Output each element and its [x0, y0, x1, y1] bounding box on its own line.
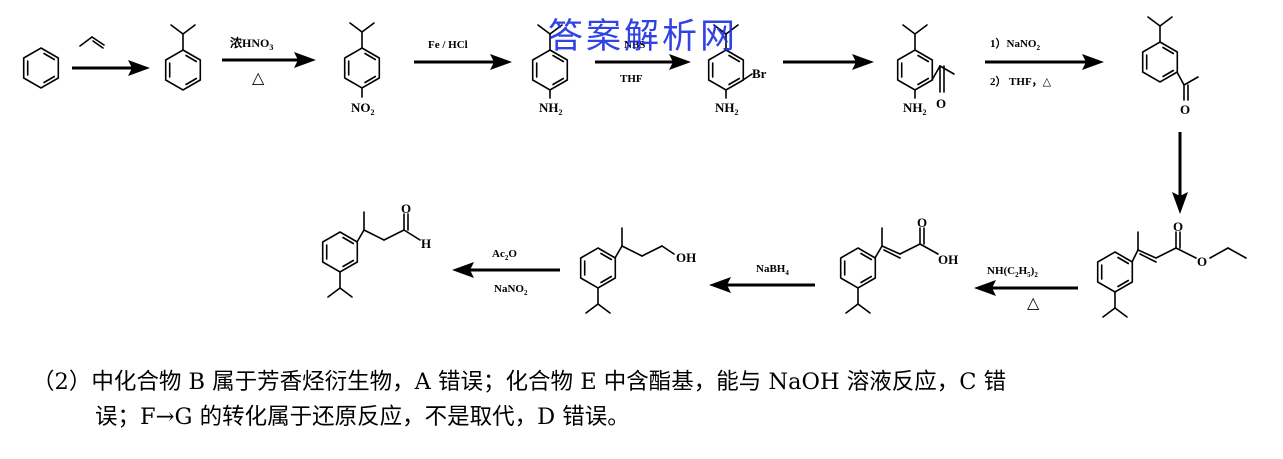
- svg-text:O: O: [1180, 102, 1190, 117]
- reagent-ac2o: Ac2O: [492, 248, 517, 262]
- reagent-heat-1: △: [252, 70, 265, 87]
- cumene-molecule: [164, 24, 202, 91]
- reagent-fe-hcl: Fe / HCl: [428, 39, 468, 51]
- svg-text:H: H: [421, 236, 431, 251]
- svg-text:NH2: NH2: [903, 100, 927, 117]
- svg-text:NO2: NO2: [351, 100, 375, 117]
- svg-text:O: O: [401, 201, 411, 216]
- 2-amino-5-isopropylacetophenone-molecule: NH2 O: [896, 24, 955, 117]
- reagent-hno3: 浓HNO3: [230, 35, 273, 52]
- svg-text:OH: OH: [938, 252, 958, 267]
- arrow-9: [709, 277, 815, 293]
- arrow-3: [414, 54, 512, 70]
- reagent-nabh4: NaBH4: [756, 263, 789, 277]
- svg-text:O: O: [917, 215, 927, 230]
- svg-text:NH2: NH2: [539, 100, 563, 117]
- svg-text:Br: Br: [752, 66, 767, 81]
- propene-reagent: [79, 36, 105, 49]
- explanation-paragraph: （2）中化合物 B 属于芳香烃衍生物，A 错误；化合物 E 中含酯基，能与 Na…: [32, 365, 1252, 435]
- reaction-scheme: 浓HNO3 △ NO2 Fe / HCl NH2 NBS THF Br NH2: [22, 16, 1247, 318]
- reagent-thf: THF: [620, 73, 643, 85]
- explanation-line-1: （2）中化合物 B 属于芳香烃衍生物，A 错误；化合物 E 中含酯基，能与 Na…: [32, 369, 1007, 395]
- reagent-nbs: NBS: [624, 39, 645, 51]
- watermark-text: 答案解析网: [548, 17, 739, 57]
- reagent-nano2-step1: 1）NaNO2: [990, 37, 1040, 52]
- aldehyde-molecule: O H: [321, 201, 431, 298]
- svg-text:O: O: [936, 96, 946, 111]
- reagent-nano2-final: NaNO2: [494, 283, 528, 297]
- arrow-2: [222, 52, 316, 68]
- alcohol-molecule: OH: [579, 227, 696, 314]
- arrow-4: [595, 54, 691, 70]
- 4-isopropylaniline-molecule: NH2: [531, 24, 569, 117]
- reagent-heat-2: △: [1027, 295, 1040, 312]
- explanation-line-2: 误；F→G 的转化属于还原反应，不是取代，D 错误。: [95, 404, 630, 430]
- arrow-10: [452, 262, 560, 278]
- svg-text:NH2: NH2: [715, 100, 739, 117]
- reagent-diethylamine: NH(C2H5)2: [987, 265, 1038, 279]
- 4-nitrocumene-molecule: NO2: [343, 22, 381, 117]
- svg-text:O: O: [1173, 219, 1183, 234]
- 2-bromo-4-isopropylaniline-molecule: Br NH2: [707, 24, 767, 117]
- benzene-molecule: [22, 47, 60, 89]
- reagent-thf-heat: 2） THF，△: [990, 75, 1052, 88]
- arrow-8: [974, 280, 1078, 296]
- arrow-1: [72, 60, 150, 76]
- acid-molecule: O OH: [839, 215, 958, 314]
- ester-molecule: O O: [1096, 219, 1247, 318]
- arrow-6: [985, 54, 1104, 70]
- svg-text:O: O: [1197, 254, 1207, 269]
- 3-isopropylacetophenone-molecule: O: [1141, 16, 1199, 117]
- arrow-5: [783, 54, 874, 70]
- arrow-7-down: [1172, 132, 1188, 214]
- svg-text:OH: OH: [676, 250, 696, 265]
